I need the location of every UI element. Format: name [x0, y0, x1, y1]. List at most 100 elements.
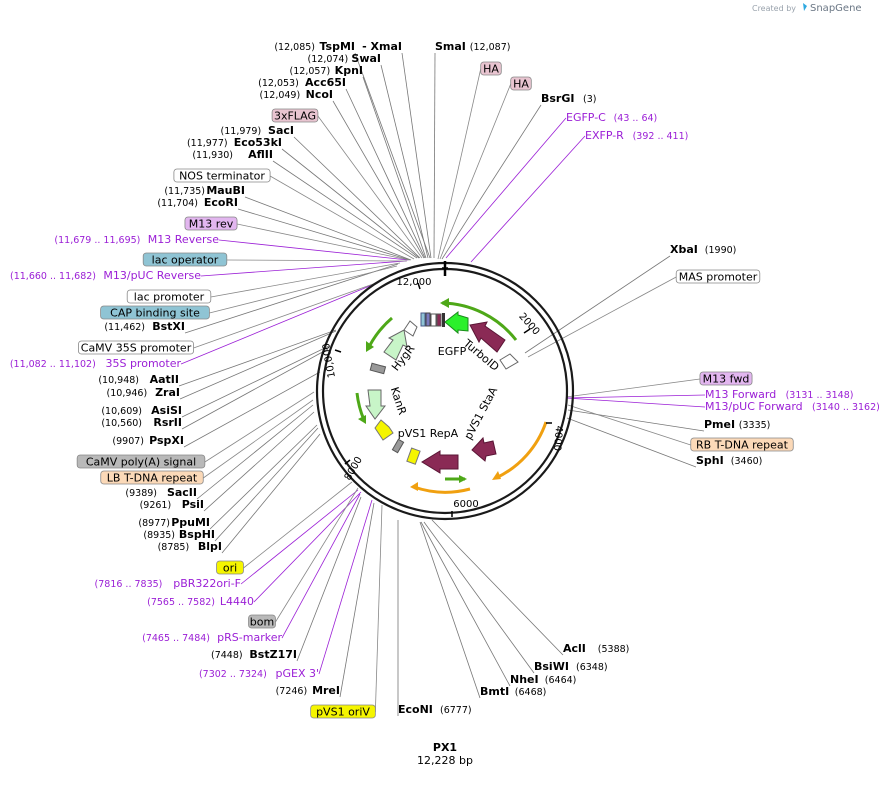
feature-connector [204, 391, 315, 463]
enzyme-label: SmaI [435, 40, 466, 53]
enzyme-connector [178, 329, 337, 387]
feature-box [100, 470, 204, 485]
kanr-direction-arc [355, 392, 366, 421]
enzyme-connector [183, 371, 321, 448]
enzyme-position: (11,704) [157, 198, 198, 209]
enzyme-connector [423, 521, 535, 674]
ring-tick [417, 282, 421, 290]
feature-box [248, 614, 276, 629]
enzyme-label: EcoNI [398, 703, 433, 716]
primer-connector [180, 284, 373, 365]
enzyme-position: (9261) [140, 500, 172, 511]
primer-range: (11,679 .. 11,695) [54, 235, 140, 246]
enzyme-position: (6464) [545, 675, 577, 686]
primer-label: L4440 [220, 595, 254, 608]
feature-connector [374, 504, 383, 713]
primer-label: EXFP-R [585, 129, 624, 142]
enzyme-label: BmtI [480, 685, 509, 698]
enzyme-position: (3460) [731, 456, 763, 467]
ring-tick-label: 2000 [516, 311, 541, 337]
enzyme-label: Eco53kI [234, 136, 282, 149]
enzyme-label: PmeI [704, 418, 735, 431]
feature-label: pVS1 oriV [316, 706, 370, 719]
feature-box [142, 252, 228, 267]
enzyme-connector [296, 496, 362, 662]
enzyme-position: (10,560) [101, 418, 142, 429]
enzyme-connector [293, 136, 421, 259]
enzyme-label: BspHI [179, 528, 215, 541]
feature-label: CaMV poly(A) signal [86, 456, 196, 469]
enzyme-connector [345, 88, 426, 259]
cap-site-mark [420, 312, 426, 327]
ring-tick [334, 349, 342, 353]
feature-connector [193, 282, 377, 349]
feature-box [78, 340, 194, 355]
feature-label: CaMV 35S promoter [81, 342, 192, 355]
primer-connector [281, 493, 361, 639]
enzyme-position: (7246) [276, 686, 308, 697]
enzyme-position: (3335) [739, 420, 771, 431]
feature-label: RB T-DNA repeat [696, 439, 789, 452]
ring-tick-label: 4000 [551, 425, 564, 451]
enzyme-connector [179, 330, 337, 400]
enzyme-position: (6348) [576, 662, 608, 673]
feature-label: bom [250, 616, 274, 629]
enzyme-connector [244, 196, 412, 261]
lac-operator-mark [425, 312, 431, 327]
enzyme-label: NheI [510, 673, 539, 686]
white-arrow-1 [403, 320, 418, 337]
nos-mark [436, 313, 442, 327]
enzyme-label: SacI [268, 124, 294, 137]
enzyme-label: KpnI [335, 64, 363, 77]
enzyme-position: (10,948) [98, 375, 139, 386]
feature-connector [565, 378, 701, 398]
primer-label: pRS-marker [217, 631, 282, 644]
enzyme-position: (10,609) [101, 406, 142, 417]
connector-lines [178, 52, 706, 716]
enzyme-label: XbaI [670, 243, 698, 256]
primer-connector [240, 489, 359, 585]
feature-box [216, 560, 244, 575]
enzyme-position: (12,074) [308, 54, 349, 65]
feature-label: ori [223, 562, 237, 575]
enzyme-connector [281, 148, 420, 259]
feature-connector [317, 115, 423, 259]
credit-prefix: Created by [752, 4, 796, 13]
feature-connector [243, 481, 353, 569]
feature-label: M13 fwd [703, 373, 750, 386]
feature-box [173, 168, 271, 183]
feature-connector [439, 83, 512, 260]
primer-connector [565, 394, 706, 399]
enzyme-connector [184, 263, 399, 334]
primer-label: M13 Forward [705, 388, 776, 401]
feature-connector [437, 68, 482, 260]
primer-range: (11,082 .. 11,102) [10, 359, 96, 370]
staa-orange-arrowhead [492, 471, 501, 480]
enzyme-label: PspXI [149, 434, 184, 447]
inner-feature-label: pVS1 StaA [462, 384, 501, 441]
feature-connector [210, 262, 401, 298]
feature-connector [209, 265, 398, 314]
enzyme-label: SphI [696, 454, 724, 467]
feature-connector [269, 175, 415, 260]
enzyme-connector [181, 345, 330, 418]
enzyme-label: BsiWI [534, 660, 569, 673]
enzyme-label: - XmaI [362, 40, 402, 53]
primer-connector [445, 117, 567, 259]
enzyme-connector [419, 521, 481, 699]
ring-tick-label: 12,000 [397, 277, 432, 288]
enzyme-connector [196, 404, 314, 500]
feature-label: lac operator [152, 254, 219, 267]
primer-range: (11,660 .. 11,682) [10, 271, 96, 282]
primer-connector [470, 135, 586, 263]
enzyme-label: AatII [150, 373, 179, 386]
enzyme-label: PsiI [182, 498, 204, 511]
enzyme-connector [214, 427, 319, 542]
hygr-direction-arc [368, 316, 393, 346]
enzyme-label: BlpI [198, 540, 222, 553]
enzyme-label: ZraI [155, 386, 180, 399]
grey-mark-2 [391, 438, 405, 454]
primer-label: M13 Reverse [148, 233, 219, 246]
feature-box [699, 371, 753, 386]
